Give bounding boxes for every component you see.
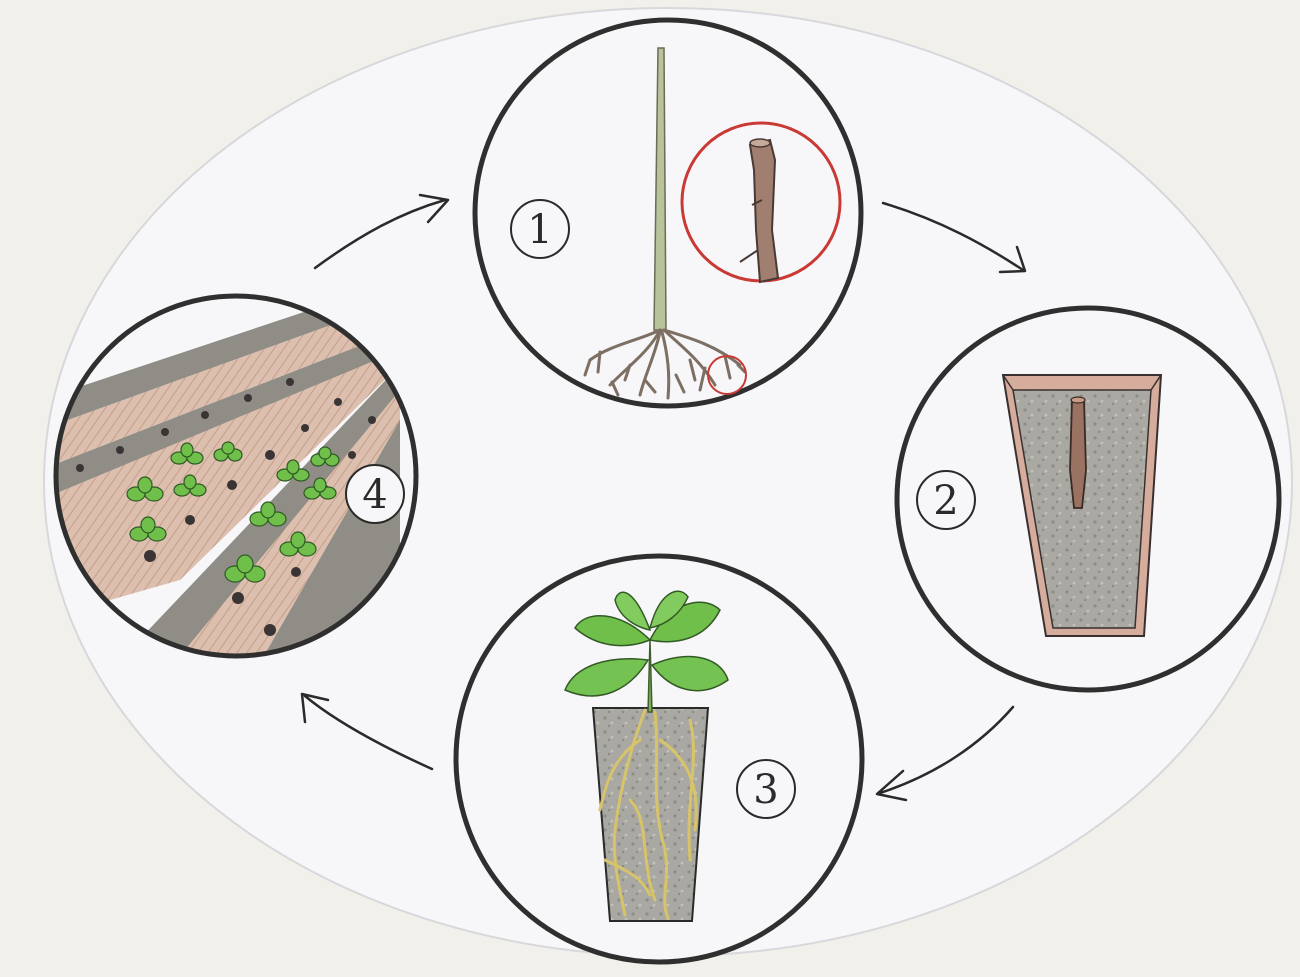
- step-4-label: 4: [346, 465, 404, 523]
- planted-cutting-illustration: [1070, 397, 1086, 508]
- step-2: 2: [897, 308, 1279, 690]
- rooted-plant-pot-illustration: [593, 708, 708, 921]
- step-1-number: 1: [527, 207, 552, 253]
- step-3: 3: [456, 556, 862, 962]
- step-1-label: 1: [511, 200, 569, 258]
- step-2-number: 2: [933, 478, 958, 524]
- step-1: 1: [475, 20, 861, 406]
- step-4-number: 4: [362, 472, 387, 518]
- step-3-label: 3: [737, 760, 795, 818]
- step-3-number: 3: [753, 767, 778, 813]
- step-2-label: 2: [917, 471, 975, 529]
